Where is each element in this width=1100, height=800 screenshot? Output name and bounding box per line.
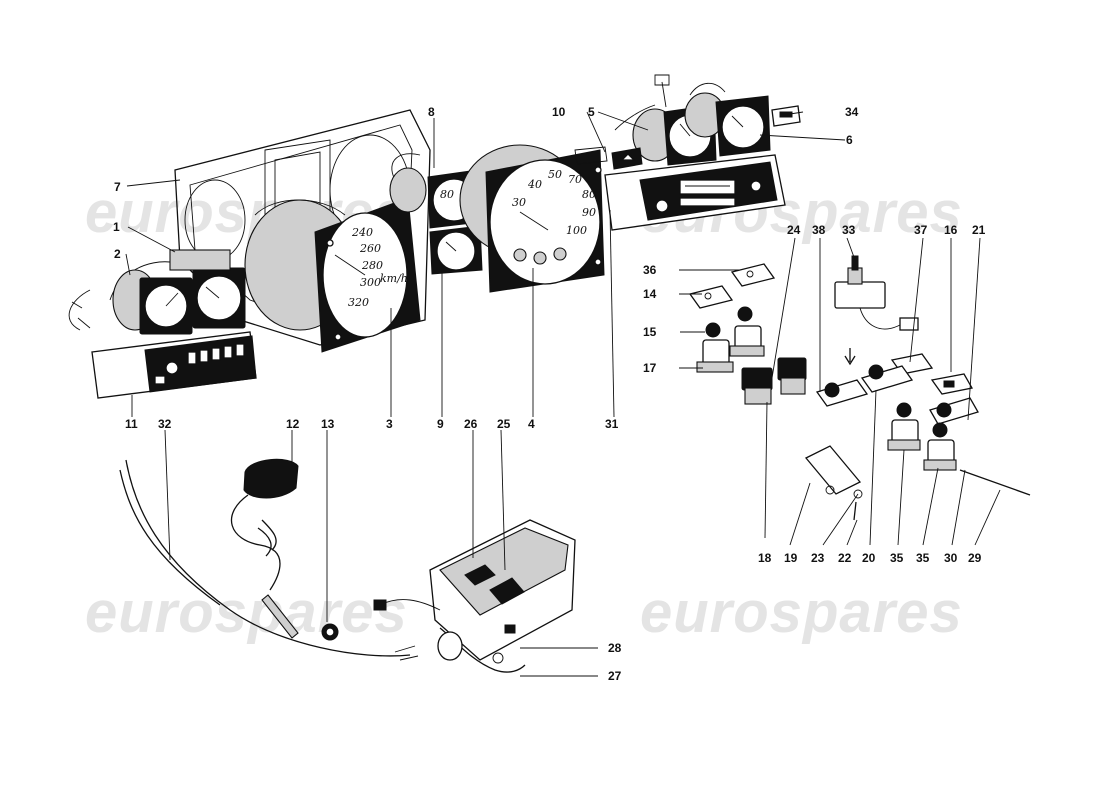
callout-35-left: 35 <box>890 551 904 565</box>
speedo-num-280: 280 <box>361 259 383 272</box>
callout-15: 15 <box>643 325 657 339</box>
gauge-8-mark: 80 <box>440 188 454 201</box>
callout-32: 32 <box>158 417 172 431</box>
callout-29: 29 <box>968 551 982 565</box>
lighter-and-wiring <box>119 458 419 661</box>
callout-33: 33 <box>842 223 856 237</box>
callout-1: 1 <box>113 220 120 234</box>
twin-gauge-cluster-left <box>68 249 246 335</box>
watermarks: eurospares eurospares eurospares eurospa… <box>85 180 963 645</box>
callout-21: 21 <box>972 223 986 237</box>
switch-plates <box>688 263 974 395</box>
radio-unit-31 <box>604 154 786 231</box>
tacho-num-90: 90 <box>582 206 596 219</box>
callout-34: 34 <box>845 105 859 119</box>
callout-23: 23 <box>811 551 825 565</box>
warning-light-10 <box>574 146 643 170</box>
toggle-switches <box>696 255 1031 521</box>
tacho-num-40: 40 <box>527 178 542 191</box>
callout-37: 37 <box>914 223 928 237</box>
callout-19: 19 <box>784 551 798 565</box>
callout-4: 4 <box>528 417 535 431</box>
tacho-num-50: 50 <box>548 168 562 181</box>
callout-13: 13 <box>321 417 335 431</box>
speedo-num-240: 240 <box>351 226 373 239</box>
tacho-num-70: 70 <box>568 173 582 186</box>
speedo-num-300: 300 <box>360 276 381 289</box>
watermark-bottom-right: eurospares <box>640 580 963 645</box>
callout-7: 7 <box>114 180 121 194</box>
callout-24: 24 <box>787 223 801 237</box>
callout-3: 3 <box>386 417 393 431</box>
connector-34 <box>771 105 801 127</box>
callout-16: 16 <box>944 223 958 237</box>
callout-20: 20 <box>862 551 876 565</box>
speedo-num-260: 260 <box>359 242 381 255</box>
tachometer-4: 70 80 90 100 30 40 50 <box>459 144 605 293</box>
tacho-num-30: 30 <box>512 196 526 209</box>
callout-6: 6 <box>846 133 853 147</box>
callout-5: 5 <box>588 105 595 119</box>
callout-8: 8 <box>428 105 435 119</box>
speedo-num-320: 320 <box>348 296 369 309</box>
watermark-bottom-left: eurospares <box>85 580 408 645</box>
tacho-num-100: 100 <box>566 224 587 237</box>
callout-18: 18 <box>758 551 772 565</box>
callout-35-right: 35 <box>916 551 930 565</box>
tacho-num-80: 80 <box>582 188 596 201</box>
callout-27: 27 <box>608 669 622 683</box>
callout-38: 38 <box>812 223 826 237</box>
speedo-unit: km/h <box>380 272 408 285</box>
upper-gauges-5-6 <box>614 74 771 166</box>
callout-14: 14 <box>643 287 657 301</box>
callout-17: 17 <box>643 361 657 375</box>
callout-25: 25 <box>497 417 511 431</box>
callout-28: 28 <box>608 641 622 655</box>
callout-9: 9 <box>437 417 444 431</box>
callout-26: 26 <box>464 417 478 431</box>
callout-22: 22 <box>838 551 852 565</box>
leader-lines <box>125 111 1001 677</box>
callout-labels: 1 2 3 4 5 6 7 8 9 10 11 12 13 14 15 16 1… <box>113 105 986 683</box>
callout-10: 10 <box>552 105 566 119</box>
callout-2: 2 <box>114 247 121 261</box>
callout-31: 31 <box>605 417 619 431</box>
callout-36: 36 <box>643 263 657 277</box>
control-box-11 <box>91 331 257 399</box>
ashtray-25-26 <box>373 519 576 673</box>
callout-30: 30 <box>944 551 958 565</box>
callout-12: 12 <box>286 417 300 431</box>
speedometer-3: 240 260 280 300 320 km/h <box>244 197 421 353</box>
callout-11: 11 <box>125 417 138 431</box>
